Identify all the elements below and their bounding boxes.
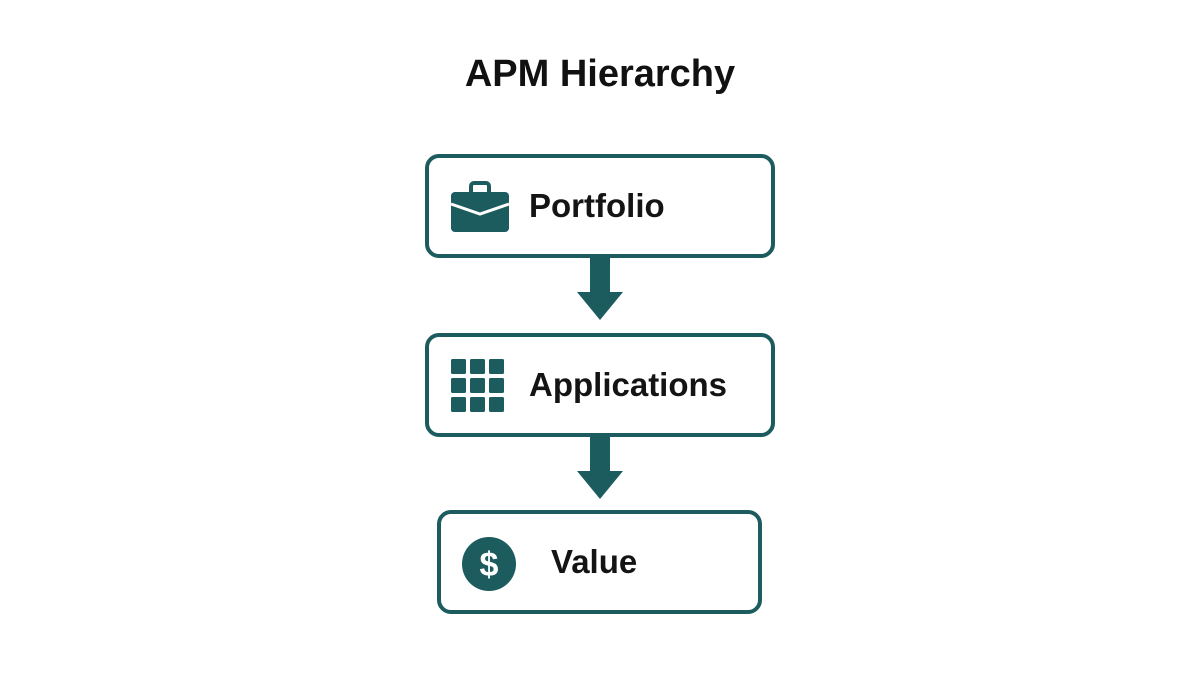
diagram-title: APM Hierarchy (464, 53, 736, 95)
dollar-icon: $ (462, 537, 516, 591)
node-label-value: Value (551, 543, 638, 580)
node-label-portfolio: Portfolio (529, 187, 665, 224)
arrow-down-icon (577, 258, 623, 320)
node-portfolio: Portfolio (425, 154, 775, 258)
node-value: $ Value (437, 510, 762, 614)
grid-icon (451, 359, 504, 412)
node-label-applications: Applications (529, 366, 728, 403)
node-applications: Applications (425, 333, 775, 437)
svg-text:$: $ (480, 546, 499, 584)
briefcase-icon (450, 181, 510, 232)
arrow-down-icon (577, 437, 623, 499)
